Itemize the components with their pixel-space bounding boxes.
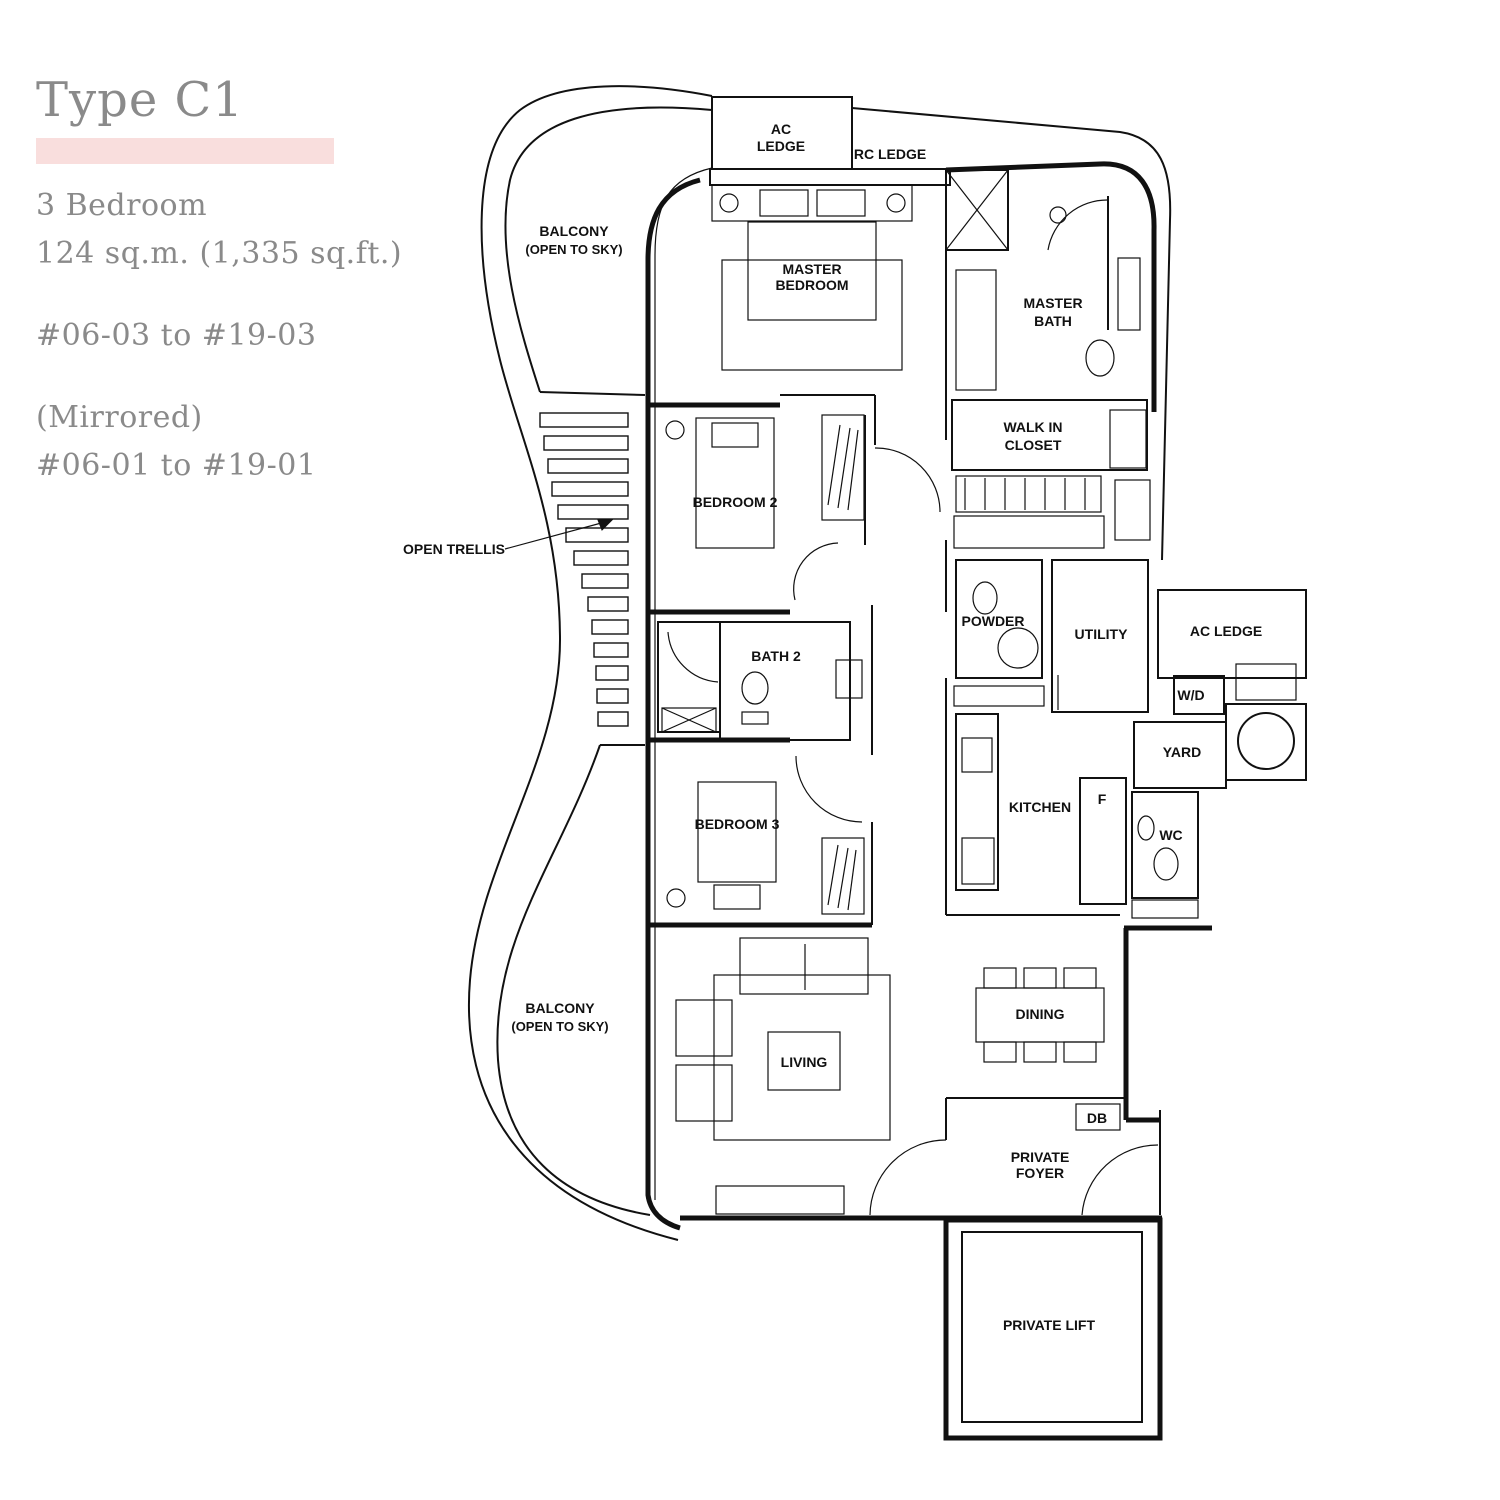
label-master-bath-2: BATH (1034, 313, 1072, 329)
label-walk-in-closet-1: WALK IN (1003, 419, 1062, 435)
private-lift-shaft (943, 1217, 1163, 1441)
label-balcony-top-2: (OPEN TO SKY) (525, 242, 622, 257)
balcony-inner-bottom (496, 744, 651, 1216)
unit-range: #06-03 to #19-03 (36, 318, 317, 353)
balcony-rail-top (851, 107, 1172, 561)
unit-type-title: Type C1 (36, 72, 244, 128)
label-bath-2: BATH 2 (751, 648, 801, 664)
label-living: LIVING (781, 1054, 828, 1070)
label-private-lift: PRIVATE LIFT (1003, 1317, 1095, 1333)
balcony-inner-top (504, 106, 713, 393)
label-rc-ledge: RC LEDGE (854, 146, 926, 162)
bedroom-count: 3 Bedroom (36, 188, 208, 223)
label-walk-in-closet-2: CLOSET (1005, 437, 1062, 453)
accent-bar (36, 138, 334, 164)
unit-info-panel: Type C1 3 Bedroom 124 sq.m. (1,335 sq.ft… (36, 70, 402, 490)
label-balcony-top-1: BALCONY (539, 223, 609, 239)
label-db: DB (1087, 1110, 1107, 1126)
balcony-outer-curve (468, 85, 713, 1241)
mirrored-unit-range: #06-01 to #19-01 (36, 448, 317, 483)
label-yard: YARD (1163, 744, 1201, 760)
label-wc: WC (1159, 827, 1182, 843)
label-balcony-bottom-1: BALCONY (525, 1000, 595, 1016)
ac-ledge-right (1157, 589, 1307, 679)
label-ac-ledge-top-2: LEDGE (757, 138, 805, 154)
label-utility: UTILITY (1075, 626, 1129, 642)
label-master-bedroom-1: MASTER (782, 261, 841, 277)
label-fridge: F (1098, 791, 1107, 807)
open-trellis (539, 412, 629, 727)
label-master-bath-1: MASTER (1023, 295, 1082, 311)
label-bedroom-2: BEDROOM 2 (693, 494, 778, 510)
label-private-foyer-2: FOYER (1016, 1165, 1064, 1181)
label-ac-ledge-right: AC LEDGE (1190, 623, 1262, 639)
unit-area: 124 sq.m. (1,335 sq.ft.) (36, 236, 403, 271)
label-wd: W/D (1177, 687, 1204, 703)
facade-right (945, 161, 1157, 412)
label-bedroom-3: BEDROOM 3 (695, 816, 780, 832)
label-balcony-bottom-2: (OPEN TO SKY) (511, 1019, 608, 1034)
label-kitchen: KITCHEN (1009, 799, 1071, 815)
label-dining: DINING (1016, 1006, 1065, 1022)
label-private-foyer-1: PRIVATE (1011, 1149, 1070, 1165)
label-ac-ledge-top-1: AC (771, 121, 791, 137)
label-master-bedroom-2: BEDROOM (775, 277, 848, 293)
facade-left (645, 177, 701, 1231)
label-open-trellis: OPEN TRELLIS (403, 541, 505, 557)
label-powder: POWDER (962, 613, 1025, 629)
mirrored-label: (Mirrored) (36, 400, 203, 435)
